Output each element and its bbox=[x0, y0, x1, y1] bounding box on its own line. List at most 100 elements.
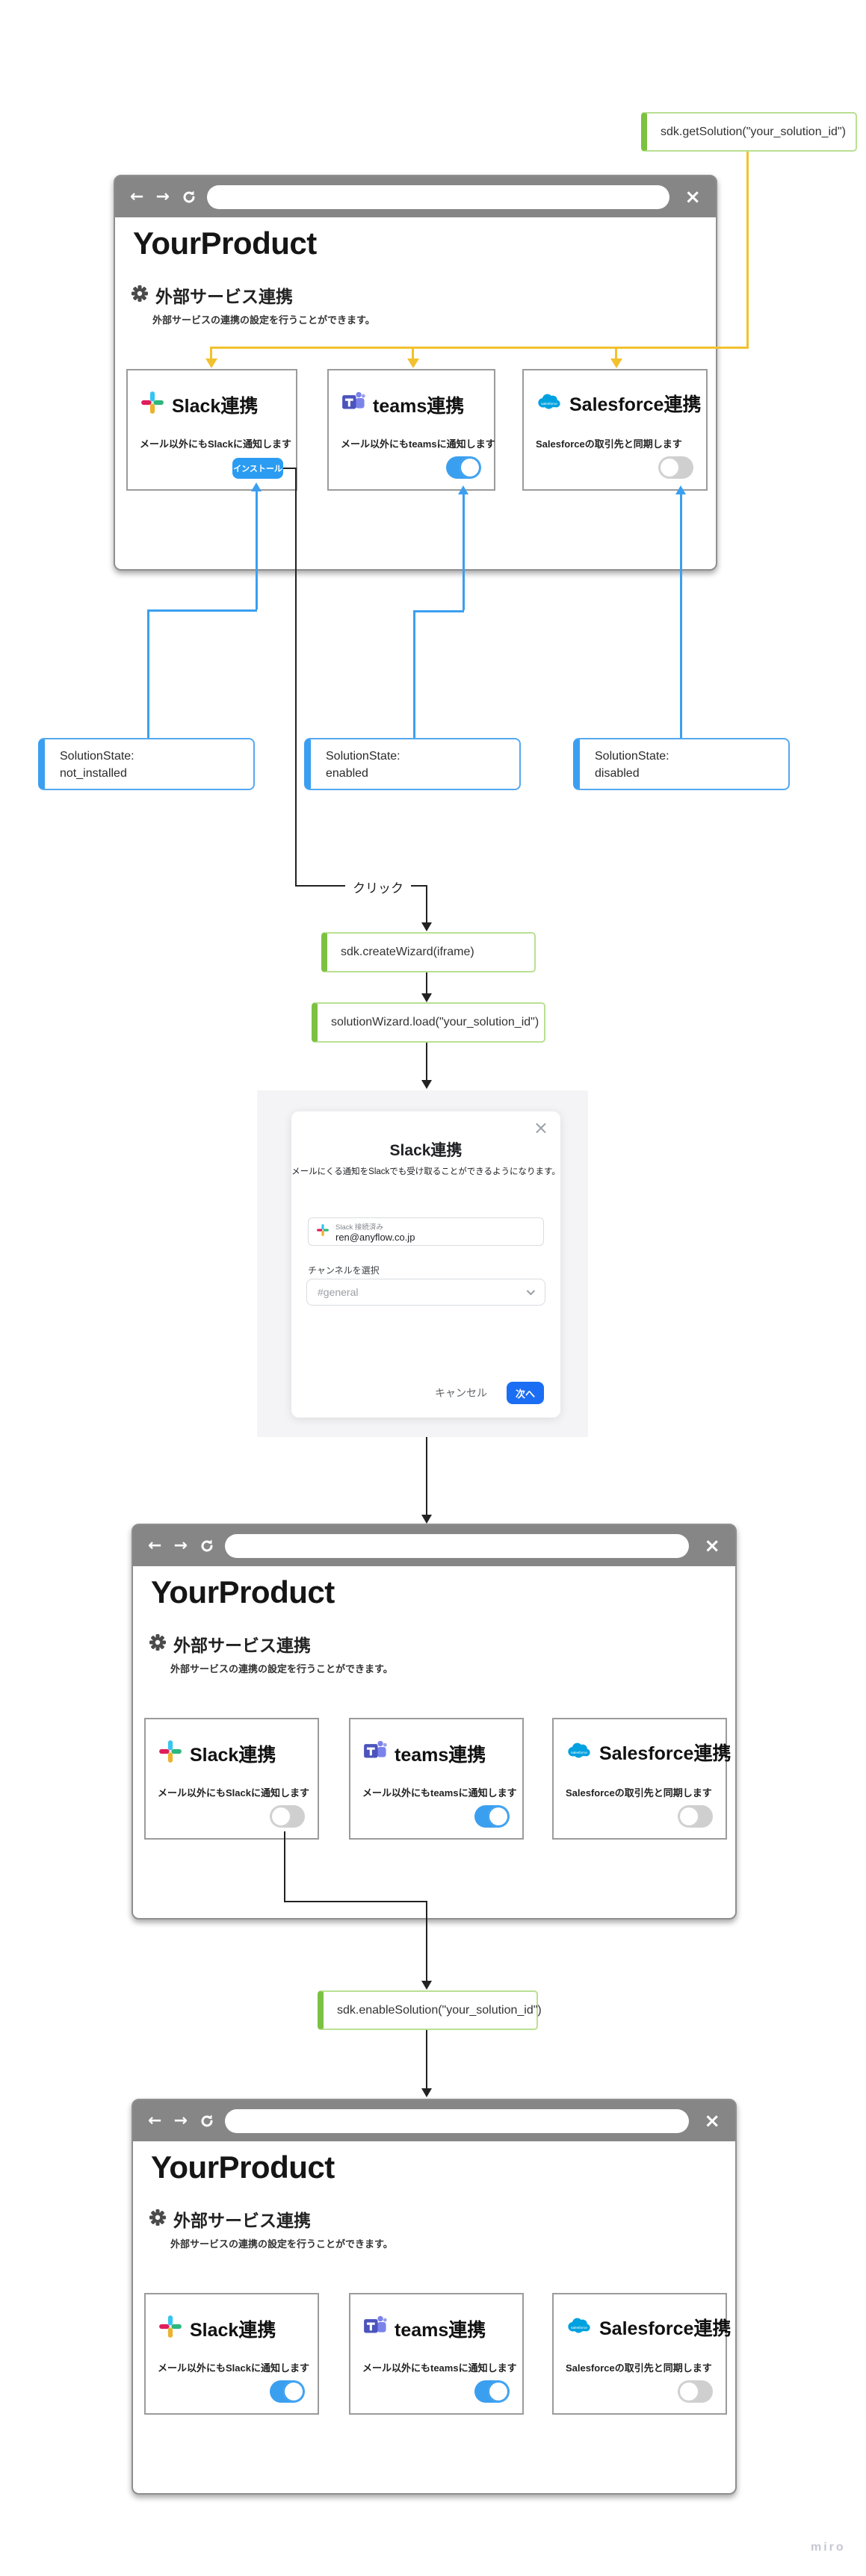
section-title: 外部サービス連携 bbox=[173, 2211, 311, 2230]
slack-wizard-modal: × Slack連携 メールにくる通知をSlackでも受け取ることができるようにな… bbox=[291, 1111, 560, 1418]
next-button[interactable]: 次へ bbox=[507, 1382, 544, 1404]
flow-line bbox=[426, 2030, 427, 2088]
flow-arrowhead bbox=[421, 993, 432, 1002]
window-close-icon[interactable]: × bbox=[704, 2109, 720, 2132]
blue-connector-2 bbox=[413, 610, 415, 739]
blue-arrowhead-2 bbox=[458, 485, 468, 494]
blue-connector-2 bbox=[463, 494, 465, 610]
code-text: sdk.createWizard(iframe) bbox=[341, 946, 474, 958]
channel-select[interactable]: #general bbox=[306, 1279, 545, 1306]
reload-icon[interactable] bbox=[200, 2114, 214, 2129]
yellow-arrowhead-2 bbox=[407, 359, 419, 368]
url-bar[interactable] bbox=[224, 1533, 690, 1558]
section-description: 外部サービスの連携の設定を行うことができます。 bbox=[170, 2238, 393, 2250]
card-title: teams連携 bbox=[395, 2319, 486, 2341]
window-close-icon[interactable]: × bbox=[704, 1534, 720, 1557]
card-title: Slack連携 bbox=[190, 2319, 276, 2341]
connector-yellow-stub-2 bbox=[412, 347, 414, 359]
section-header: 外部サービス連携 bbox=[130, 282, 293, 308]
flow-arrowhead bbox=[421, 1080, 432, 1089]
teams-icon bbox=[362, 2314, 388, 2343]
modal-title: Slack連携 bbox=[389, 1142, 463, 1159]
salesforce-toggle[interactable] bbox=[678, 2380, 713, 2403]
browser-window-3: ← → × YourProduct 外部サービス連携 外部サービスの連携の設定を… bbox=[132, 2099, 737, 2495]
modal-description: メールにくる通知をSlackでも受け取ることができるようになります。 bbox=[291, 1167, 560, 1176]
code-text: sdk.enableSolution("your_solution_id") bbox=[337, 2003, 542, 2017]
browser-header: ← → × bbox=[133, 1525, 735, 1566]
salesforce-toggle[interactable] bbox=[678, 1805, 713, 1828]
svg-text:salesforce: salesforce bbox=[571, 2326, 587, 2330]
click-flow-line bbox=[426, 885, 427, 922]
blue-connector-2 bbox=[413, 610, 464, 612]
browser-window-2: ← → × YourProduct 外部サービス連携 外部サービスの連携の設定を… bbox=[132, 1524, 737, 1919]
slack-toggle[interactable] bbox=[270, 1805, 305, 1828]
card-title: teams連携 bbox=[373, 395, 465, 417]
section-description: 外部サービスの連携の設定を行うことができます。 bbox=[170, 1663, 393, 1675]
teams-toggle[interactable] bbox=[446, 456, 481, 479]
card-description: メール以外にもSlackに通知します bbox=[158, 1787, 309, 1798]
teams-toggle[interactable] bbox=[474, 1805, 510, 1828]
gear-icon bbox=[148, 1633, 167, 1656]
back-icon[interactable]: ← bbox=[130, 187, 144, 206]
url-bar[interactable] bbox=[224, 2108, 690, 2133]
card-title: Salesforce連携 bbox=[599, 1743, 732, 1764]
enable-flow-line bbox=[284, 1901, 427, 1902]
click-flow-line bbox=[283, 468, 297, 469]
flow-arrowhead bbox=[421, 922, 432, 931]
forward-icon[interactable]: → bbox=[173, 2111, 188, 2130]
install-button[interactable]: インストール bbox=[232, 458, 283, 479]
flow-arrowhead bbox=[421, 2088, 432, 2097]
slack-icon bbox=[158, 2314, 183, 2343]
blue-connector-3 bbox=[680, 494, 682, 739]
back-icon[interactable]: ← bbox=[148, 1536, 162, 1555]
state-box-not-installed: SolutionState: not_installed bbox=[38, 738, 255, 790]
code-box-enable-solution: sdk.enableSolution("your_solution_id") bbox=[318, 1990, 542, 2030]
card-teams: teams連携 メール以外にもteamsに通知します bbox=[349, 1718, 524, 1840]
chevron-down-icon bbox=[526, 1286, 536, 1296]
channel-select-value: #general bbox=[318, 1286, 359, 1298]
forward-icon[interactable]: → bbox=[155, 187, 170, 206]
state-box-disabled: SolutionState: disabled bbox=[573, 738, 790, 790]
card-title: Slack連携 bbox=[190, 1744, 276, 1766]
url-bar[interactable] bbox=[206, 184, 670, 209]
card-title: Salesforce連携 bbox=[569, 394, 702, 415]
code-box-get-solution: sdk.getSolution("your_solution_id") bbox=[641, 112, 857, 152]
flow-arrowhead bbox=[421, 1981, 432, 1990]
back-icon[interactable]: ← bbox=[148, 2111, 162, 2130]
slack-icon bbox=[158, 1739, 183, 1768]
click-flow-line bbox=[295, 468, 297, 886]
account-status-label: Slack 接続済み bbox=[335, 1223, 383, 1232]
state-box-enabled: SolutionState: enabled bbox=[304, 738, 521, 790]
window-close-icon[interactable]: × bbox=[684, 185, 701, 208]
card-description: Salesforceの取引先と同期します bbox=[536, 438, 682, 450]
channel-select-label: チャンネルを選択 bbox=[308, 1265, 380, 1276]
browser-header: ← → × bbox=[115, 176, 716, 217]
yellow-arrowhead-1 bbox=[205, 359, 217, 368]
salesforce-icon: salesforce bbox=[536, 391, 563, 417]
forward-icon[interactable]: → bbox=[173, 1536, 188, 1555]
slack-toggle[interactable] bbox=[270, 2380, 305, 2403]
connector-yellow-vertical bbox=[746, 152, 749, 348]
modal-close-icon[interactable]: × bbox=[533, 1117, 548, 1138]
teams-toggle[interactable] bbox=[474, 2380, 510, 2403]
salesforce-toggle[interactable] bbox=[658, 456, 693, 479]
state-value: enabled bbox=[326, 767, 368, 780]
flow-line bbox=[426, 1437, 427, 1515]
browser-window-1: ← → × YourProduct 外部サービス連携 外部サービスの連携の設定を… bbox=[114, 175, 717, 571]
enable-flow-line bbox=[284, 1831, 285, 1902]
reload-icon[interactable] bbox=[200, 1539, 214, 1554]
section-title: 外部サービス連携 bbox=[155, 287, 293, 306]
product-title: YourProduct bbox=[151, 1574, 335, 1610]
product-title: YourProduct bbox=[133, 226, 317, 261]
connector-yellow-stub-1 bbox=[210, 347, 212, 359]
card-slack: Slack連携 メール以外にもSlackに通知します bbox=[144, 2293, 319, 2415]
card-title: teams連携 bbox=[395, 1744, 486, 1766]
card-salesforce: salesforce Salesforce連携 Salesforceの取引先と同… bbox=[552, 1718, 731, 1840]
section-description: 外部サービスの連携の設定を行うことができます。 bbox=[152, 314, 375, 326]
cancel-button[interactable]: キャンセル bbox=[435, 1387, 487, 1399]
teams-icon bbox=[362, 1739, 388, 1768]
miro-watermark: miro bbox=[811, 2541, 846, 2554]
card-teams: teams連携 メール以外にもteamsに通知します bbox=[349, 2293, 524, 2415]
product-title: YourProduct bbox=[151, 2150, 335, 2185]
reload-icon[interactable] bbox=[182, 190, 197, 205]
